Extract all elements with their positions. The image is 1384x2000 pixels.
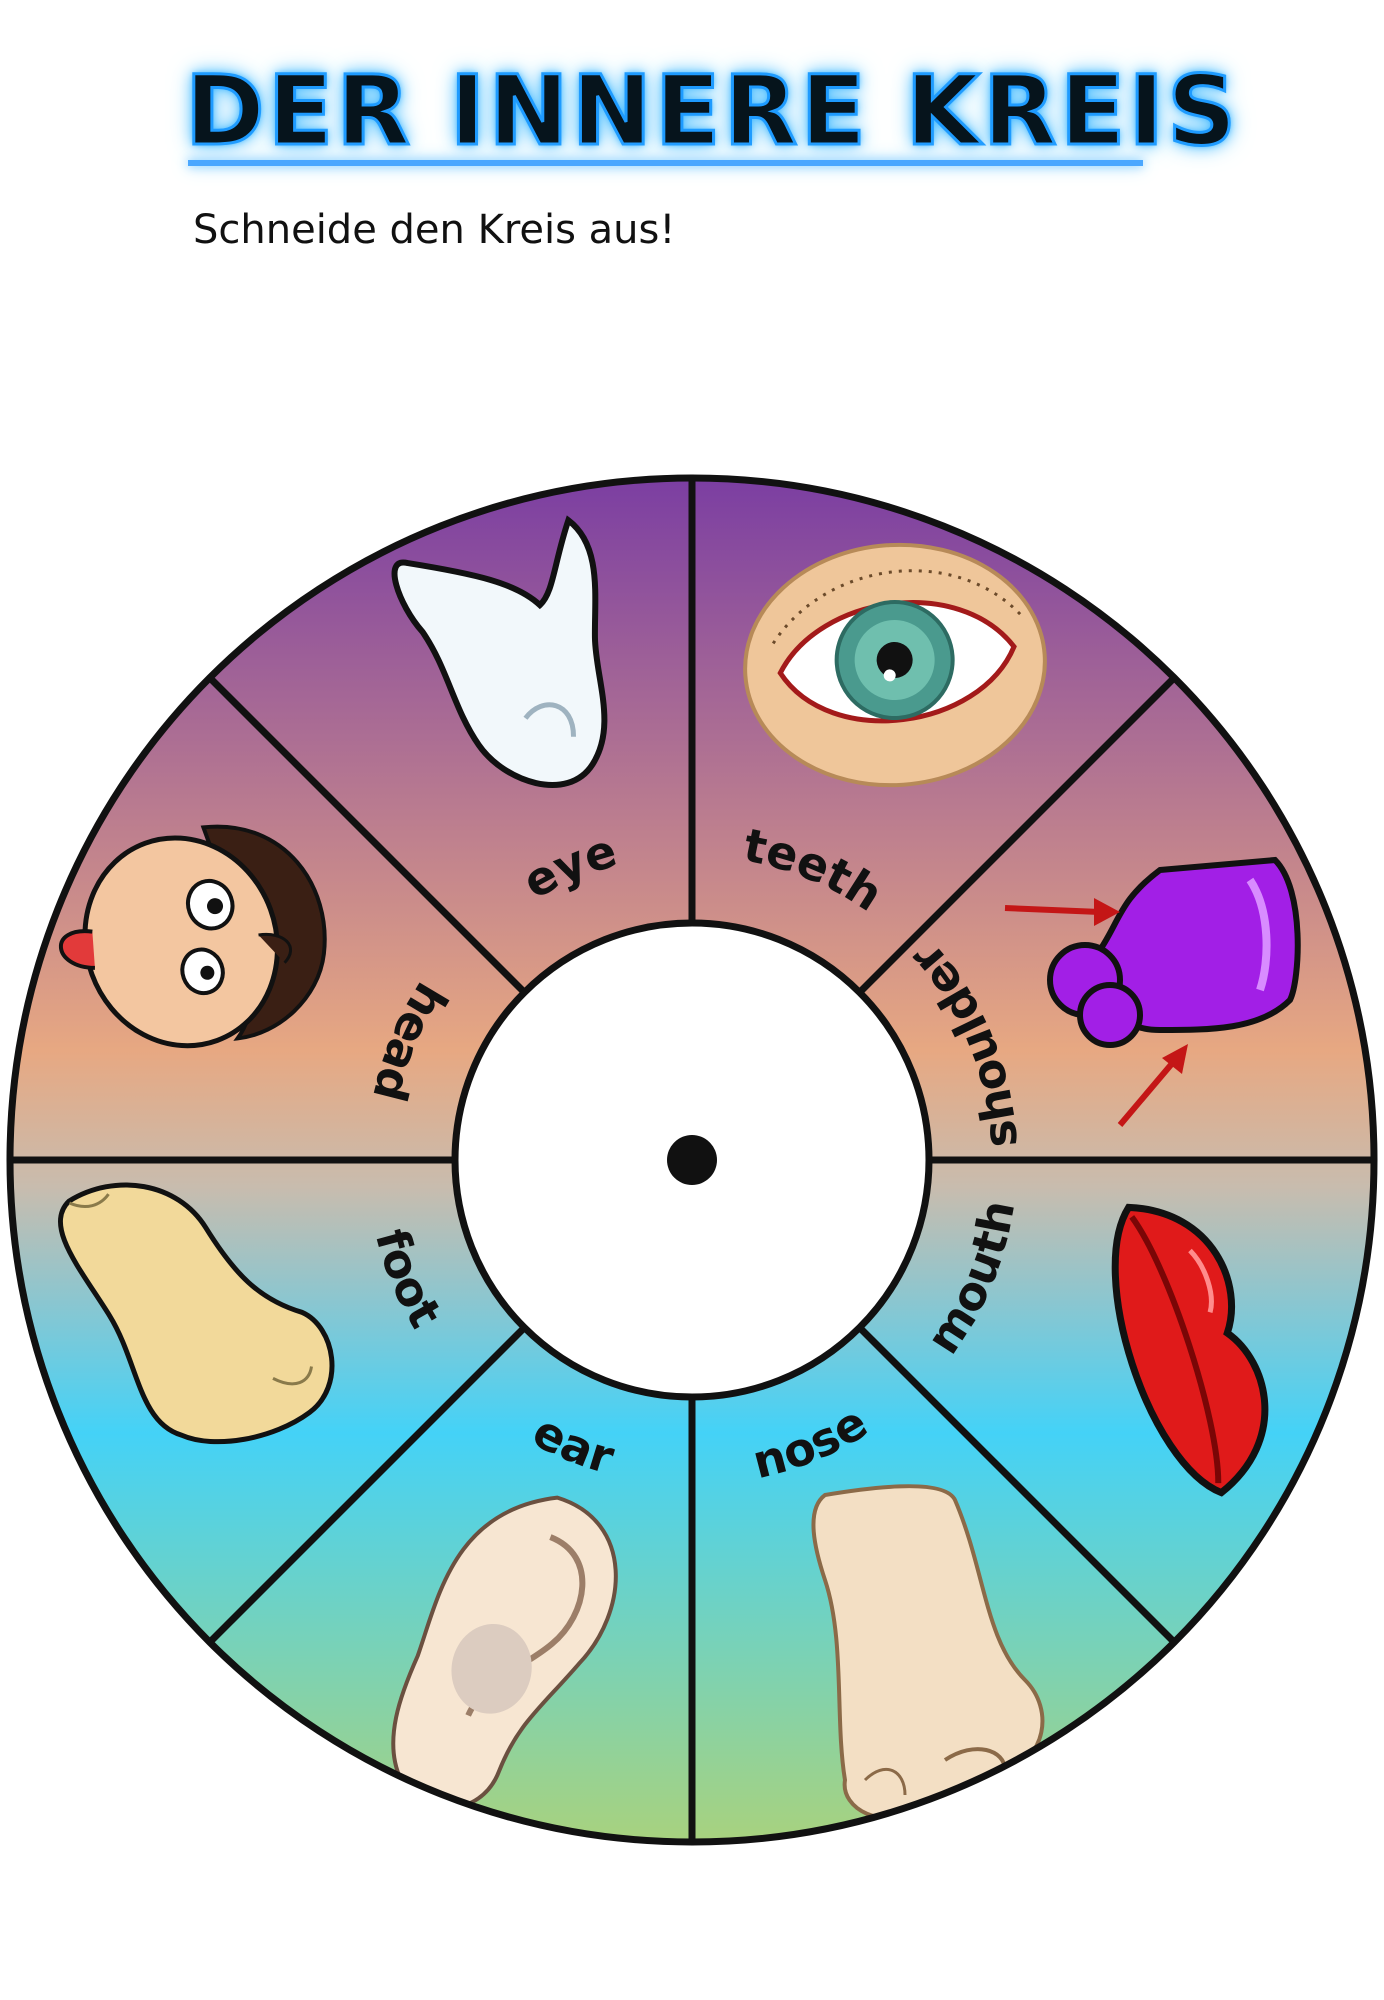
eye-icon (743, 542, 1047, 788)
shoulder-icon (1047, 856, 1301, 1048)
foot-icon (57, 1182, 335, 1445)
instruction-text: Schneide den Kreis aus! (193, 207, 676, 253)
arrow-icon (1004, 898, 1120, 926)
arrow-icon (1117, 1044, 1188, 1127)
title-underline (188, 160, 1143, 166)
tooth-icon (391, 515, 608, 788)
lips-icon (1111, 1203, 1269, 1497)
center-hole (667, 1135, 717, 1185)
wheel-outline (6, 474, 1378, 1846)
ear-icon (391, 1495, 618, 1811)
segment-dividers (10, 478, 1374, 1842)
page-title: DER INNERE KREIS (184, 55, 1240, 168)
head-icon (58, 824, 327, 1049)
